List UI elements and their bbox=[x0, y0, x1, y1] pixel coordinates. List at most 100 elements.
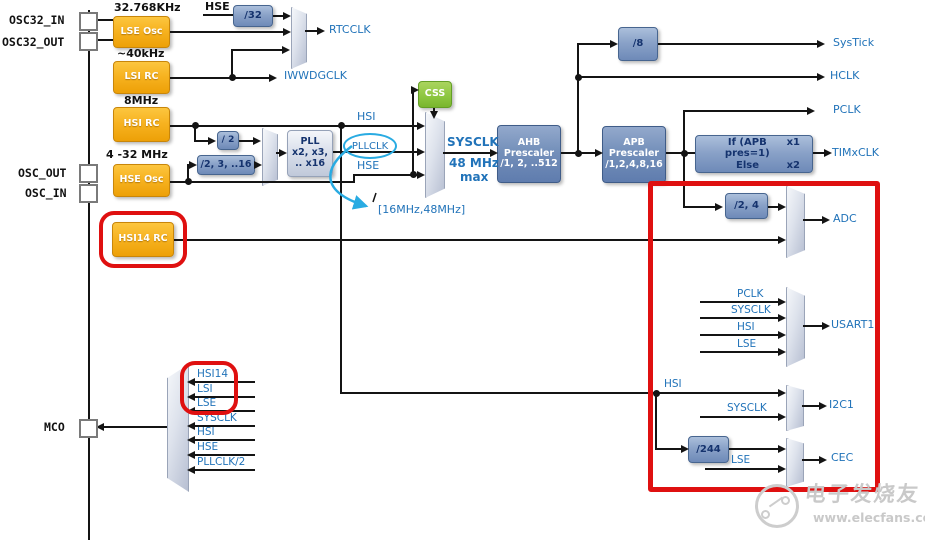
wire bbox=[194, 454, 255, 456]
sysclk-label: SYSCLK bbox=[447, 135, 499, 149]
osc32-out-label: OSC32_OUT bbox=[2, 35, 65, 49]
rtcclk-label: RTCCLK bbox=[329, 23, 371, 36]
hsi14-highlight-rect bbox=[99, 211, 187, 268]
lsi-rc-box: LSI RC bbox=[113, 61, 170, 94]
osc-in-label: OSC_IN bbox=[25, 186, 67, 200]
arrowhead-icon bbox=[778, 298, 786, 306]
pllclk-highlight-ellipse: PLLCLK bbox=[343, 133, 397, 159]
wire bbox=[683, 111, 685, 153]
arrowhead-icon bbox=[430, 111, 438, 119]
wire bbox=[655, 448, 682, 450]
i2c-in-hsi-label: HSI bbox=[664, 378, 682, 390]
wire bbox=[577, 76, 818, 78]
arrowhead-icon bbox=[778, 331, 786, 339]
wire bbox=[194, 439, 255, 441]
lsi-freq-label: ~40kHz bbox=[117, 47, 165, 60]
arrowhead-icon bbox=[824, 149, 832, 157]
mco-in-hse-label: HSE bbox=[197, 441, 219, 453]
wire bbox=[231, 49, 233, 78]
arrowhead-icon bbox=[817, 73, 825, 81]
cec-div244-box: /244 bbox=[688, 436, 729, 463]
pll-source-mux bbox=[262, 128, 278, 186]
ahb-prescaler-box: AHB Prescaler /1, 2, ..512 bbox=[497, 125, 561, 183]
wire bbox=[768, 206, 779, 208]
iwwdgclk-label: IWWDGCLK bbox=[284, 69, 348, 82]
hse-osc-box: HSE Osc bbox=[113, 164, 170, 197]
wire bbox=[194, 125, 196, 141]
hclk-label: HCLK bbox=[830, 69, 860, 82]
wire bbox=[96, 19, 113, 21]
wire bbox=[231, 49, 283, 51]
adc-label: ADC bbox=[833, 212, 857, 225]
usart-in-lse-label: LSE bbox=[737, 338, 757, 350]
arrowhead-icon bbox=[187, 436, 195, 444]
hse-freq-label: 4 -32 MHz bbox=[106, 148, 168, 161]
arrowhead-icon bbox=[187, 466, 195, 474]
arrowhead-icon bbox=[279, 149, 287, 157]
wire bbox=[803, 325, 823, 327]
arrowhead-icon bbox=[610, 40, 618, 48]
arrowhead-icon bbox=[417, 148, 425, 156]
wire bbox=[655, 393, 657, 450]
arrowhead-icon bbox=[187, 378, 195, 386]
wire bbox=[700, 416, 779, 418]
arrowhead-icon bbox=[283, 28, 291, 36]
wire bbox=[683, 206, 716, 208]
usart-in-hsi-label: HSI bbox=[737, 321, 755, 333]
adc-prescaler-box: /2, 4 bbox=[725, 193, 768, 219]
wire bbox=[194, 396, 255, 398]
mco-in-sysclk-label: SYSCLK bbox=[197, 412, 237, 424]
arrowhead-icon bbox=[282, 46, 290, 54]
mco-in-lse-label: LSE bbox=[197, 397, 217, 409]
rtc-clock-mux bbox=[291, 7, 307, 69]
wire bbox=[273, 15, 284, 17]
wire bbox=[577, 44, 579, 154]
timxclk-label: TIMxCLK bbox=[832, 146, 879, 159]
arrowhead-icon bbox=[822, 216, 830, 224]
watermark-url: www.elecfans.com bbox=[813, 510, 925, 525]
rtc-hse-label: HSE bbox=[205, 0, 230, 13]
osc-out-pin bbox=[79, 164, 98, 183]
wire bbox=[187, 165, 189, 181]
wire bbox=[700, 351, 779, 353]
usart-in-sysclk-label: SYSCLK bbox=[731, 304, 771, 316]
wire bbox=[96, 39, 113, 41]
wire bbox=[194, 381, 255, 383]
pll-div2-box: / 2 bbox=[217, 131, 239, 150]
arrowhead-icon bbox=[96, 423, 104, 431]
mco-in-hsi-label: HSI bbox=[197, 426, 215, 438]
wire bbox=[666, 152, 695, 154]
wire bbox=[443, 152, 491, 154]
wire bbox=[683, 110, 808, 112]
cec-in-lse-label: LSE bbox=[731, 454, 751, 466]
wire bbox=[577, 43, 610, 45]
wire bbox=[802, 459, 820, 461]
wire bbox=[729, 448, 779, 450]
osc32-out-pin bbox=[79, 32, 98, 51]
arrowhead-icon bbox=[819, 402, 827, 410]
arrowhead-icon bbox=[778, 348, 786, 356]
osc-out-label: OSC_OUT bbox=[18, 166, 67, 180]
sysclk-max-label-1: 48 MHz bbox=[449, 156, 499, 170]
wire bbox=[700, 317, 779, 319]
wire bbox=[353, 174, 418, 176]
wire bbox=[170, 31, 284, 33]
mco-inputs-highlight-rect bbox=[180, 361, 238, 415]
arrowhead-icon bbox=[807, 107, 815, 115]
arrowhead-icon bbox=[822, 322, 830, 330]
wire bbox=[305, 30, 318, 32]
wire bbox=[658, 43, 818, 45]
arrowhead-icon bbox=[187, 393, 195, 401]
mco-in-pllclk2-label: PLLCLK/2 bbox=[197, 456, 246, 468]
wire bbox=[340, 125, 342, 394]
sysclk-max-label-2: max bbox=[460, 170, 489, 184]
apb-prescaler-box: APB Prescaler /1,2,4,8,16 bbox=[602, 126, 666, 183]
hsi-signal-label: HSI bbox=[357, 110, 376, 123]
wire bbox=[203, 14, 233, 16]
wire bbox=[683, 153, 685, 207]
rtc-hse-div32-box: /32 bbox=[233, 5, 273, 27]
arrowhead-icon bbox=[817, 40, 825, 48]
pll-prediv-box: /2, 3, ..16 bbox=[197, 155, 255, 175]
arrowhead-icon bbox=[490, 149, 498, 157]
